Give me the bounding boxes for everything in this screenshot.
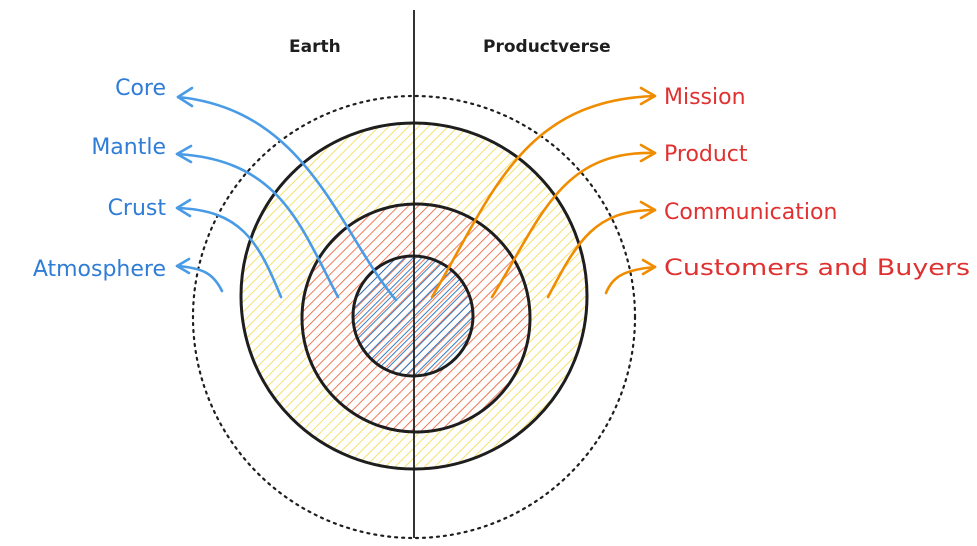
label-crust: Crust	[108, 196, 167, 221]
arrow-core-head	[176, 86, 194, 108]
label-mantle: Mantle	[91, 135, 166, 160]
arrow-crust-head	[175, 198, 192, 218]
arrow-product-head	[639, 143, 657, 163]
arrow-product	[490, 151, 657, 299]
arrow-customers	[604, 265, 657, 295]
arrow-core	[176, 95, 398, 302]
arrow-mantle-head	[175, 144, 193, 164]
label-customers-and-buyers: Customers and Buyers	[664, 256, 970, 281]
arrow-mantle	[175, 152, 340, 299]
arrow-communication	[546, 208, 657, 299]
label-atmosphere: Atmosphere	[33, 257, 166, 282]
label-mission: Mission	[664, 85, 746, 110]
header-earth: Earth	[289, 37, 341, 57]
label-communication: Communication	[664, 200, 837, 225]
arrow-communication-head	[639, 200, 657, 220]
arrow-mission	[430, 94, 657, 299]
arrow-customers-head	[641, 258, 657, 276]
label-product: Product	[664, 142, 748, 167]
label-core: Core	[115, 76, 166, 101]
arrow-mission-head	[639, 86, 657, 106]
earth-arrows	[175, 86, 398, 302]
arrow-atmosphere-head	[175, 257, 191, 275]
core-circle	[351, 254, 475, 378]
arrow-atmosphere	[175, 264, 224, 293]
header-productverse: Productverse	[483, 37, 611, 57]
arrow-crust	[175, 206, 283, 299]
product-arrows	[430, 86, 657, 299]
atmosphere-ring	[191, 94, 637, 540]
